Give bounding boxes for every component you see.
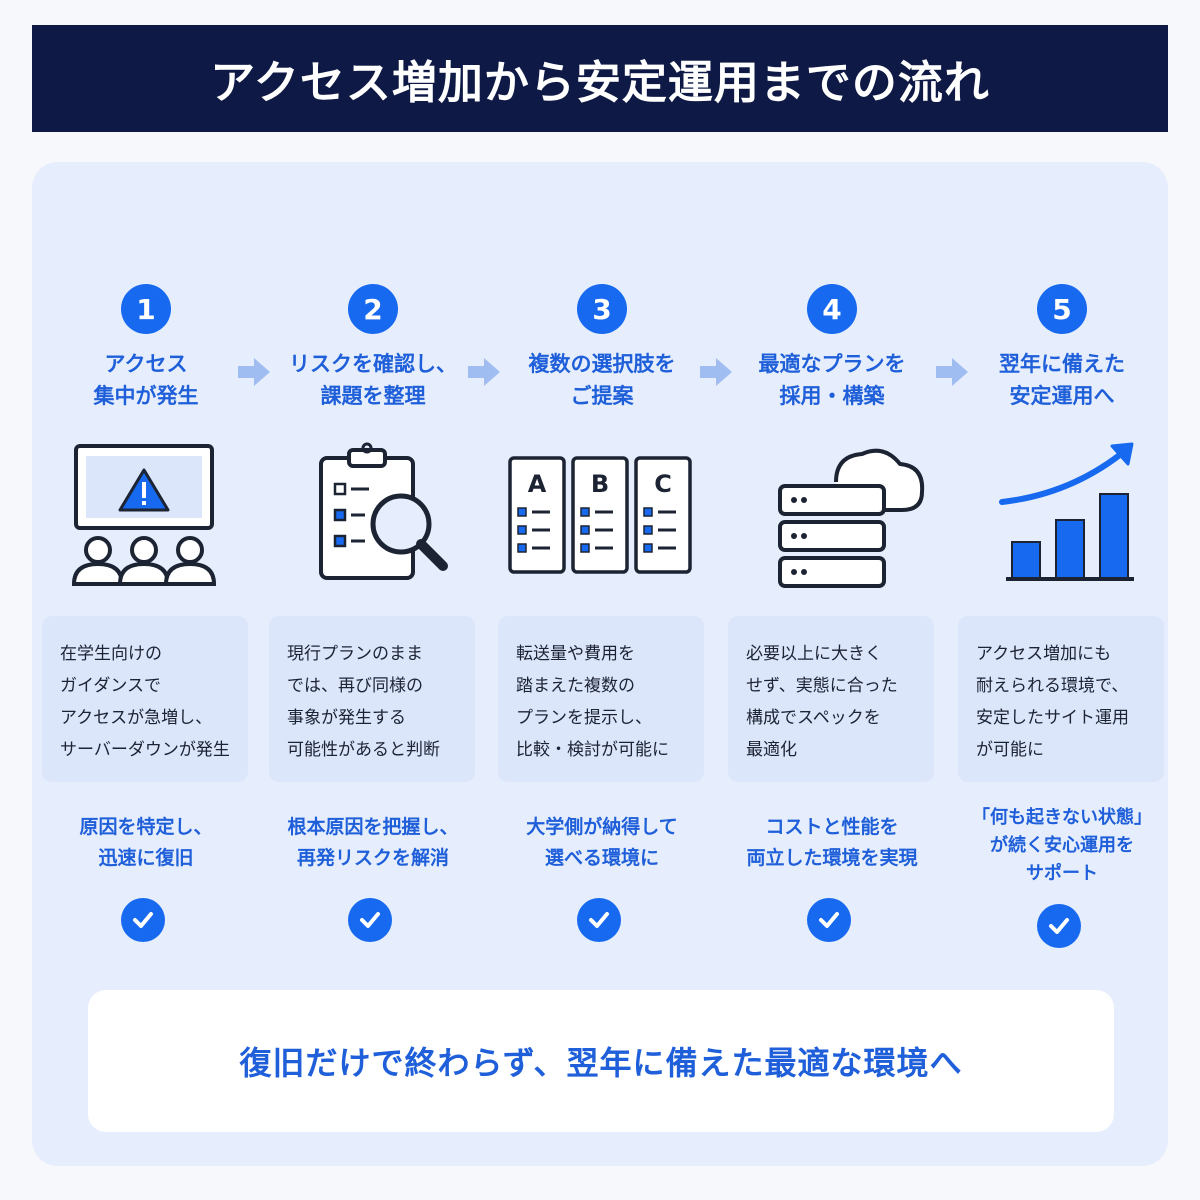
check-icon: [577, 898, 621, 942]
step-result: 根本原因を把握し、 再発リスクを解消: [287, 816, 459, 869]
plan-card-label: A: [528, 470, 547, 498]
step-description: 必要以上に大きく せず、実態に合った 構成でスペックを 最適化: [728, 616, 934, 782]
cloud-server-icon: [778, 448, 925, 588]
step-1: 1 アクセス 集中が発生 在学生向けの ガイダンスで アクセスが急増し、 サーバ…: [32, 162, 260, 1122]
step-result: 大学側が納得して 選べる環境に: [526, 816, 678, 869]
summary-message: 復旧だけで終わらず、翌年に備えた最適な環境へ: [239, 1044, 963, 1082]
step-number-badge: 5: [1037, 284, 1087, 334]
step-result: 原因を特定し、 迅速に復旧: [79, 816, 213, 869]
check-icon: [1037, 904, 1081, 948]
check-icon: [348, 898, 392, 942]
arrow-right-icon: [468, 358, 500, 386]
arrow-right-icon: [238, 358, 270, 386]
step-description: 現行プランのまま では、再び同様の 事象が発生する 可能性があると判断: [269, 616, 475, 782]
growth-bar-chart-icon: [999, 442, 1134, 581]
check-icon: [807, 898, 851, 942]
step-description: 在学生向けの ガイダンスで アクセスが急増し、 サーバーダウンが発生: [42, 616, 248, 782]
step-title: リスクを確認し、 課題を整理: [289, 352, 457, 408]
step-number-badge: 1: [121, 284, 171, 334]
page-title: アクセス増加から安定運用までの流れ: [210, 56, 990, 109]
step-3: 3 複数の選択肢を ご提案 A B C 転送量や費用を 踏まえた複数の プランを…: [488, 162, 716, 1122]
step-title: アクセス 集中が発生: [93, 352, 199, 408]
step-title: 複数の選択肢を ご提案: [528, 352, 676, 408]
summary-banner: 復旧だけで終わらず、翌年に備えた最適な環境へ: [88, 990, 1114, 1132]
step-number-badge: 4: [807, 284, 857, 334]
step-5: 5 翌年に備えた 安定運用へ アクセス増加にも 耐えられる環境で、 安定したサイ…: [948, 162, 1176, 1122]
clipboard-magnifier-icon: [319, 442, 448, 580]
header-banner: アクセス増加から安定運用までの流れ: [32, 25, 1168, 132]
check-icon: [121, 898, 165, 942]
plan-card-label: C: [654, 470, 672, 498]
step-result: 「何も起きない状態」 が続く安心運用を サポート: [972, 807, 1152, 884]
step-2: 2 リスクを確認し、 課題を整理 現行プランのまま では、再び同様の 事象が発生…: [259, 162, 487, 1122]
step-title: 翌年に備えた 安定運用へ: [999, 352, 1125, 408]
step-title: 最適なプランを 採用・構築: [758, 352, 906, 408]
warning-monitor-audience-icon: [71, 444, 217, 586]
step-number-badge: 2: [348, 284, 398, 334]
step-description: アクセス増加にも 耐えられる環境で、 安定したサイト運用 が可能に: [958, 616, 1164, 782]
step-number-badge: 3: [577, 284, 627, 334]
flow-panel: 1 アクセス 集中が発生 在学生向けの ガイダンスで アクセスが急増し、 サーバ…: [32, 162, 1168, 1166]
abc-plan-cards-icon: A B C: [508, 456, 692, 574]
step-result: コストと性能を 両立した環境を実現: [746, 816, 918, 869]
arrow-right-icon: [700, 358, 732, 386]
arrow-right-icon: [936, 358, 968, 386]
step-4: 4 最適なプランを 採用・構築 必要以上に大きく せず、実態に合った 構成でスペ…: [718, 162, 946, 1122]
plan-card-label: B: [591, 470, 609, 498]
step-description: 転送量や費用を 踏まえた複数の プランを提示し、 比較・検討が可能に: [498, 616, 704, 782]
